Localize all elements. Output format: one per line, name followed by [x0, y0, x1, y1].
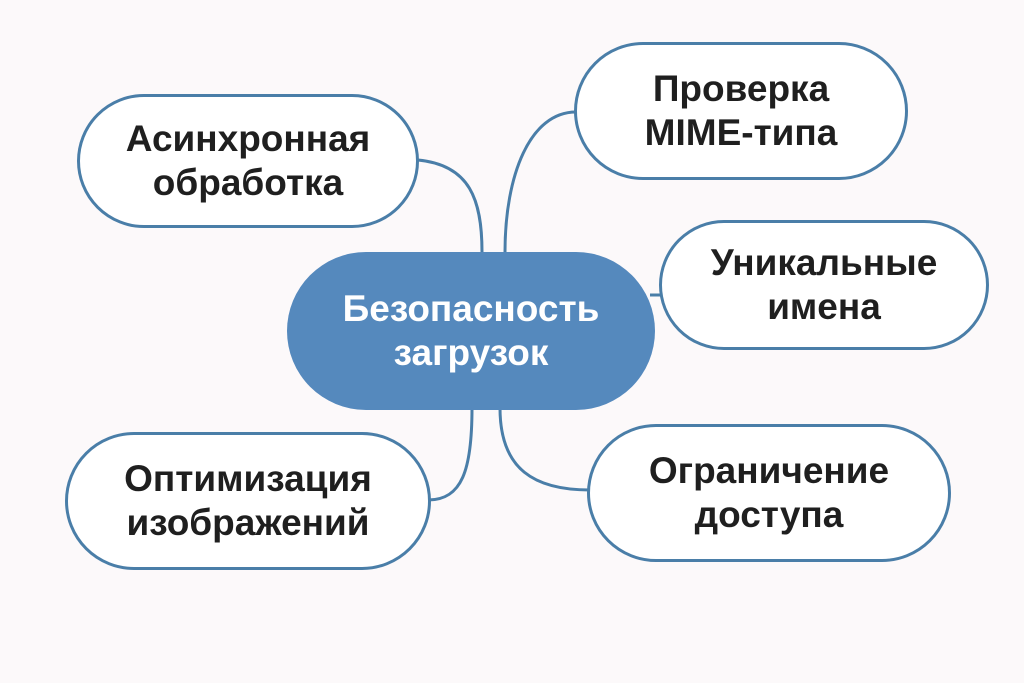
center-node: Безопасность загрузок [287, 252, 655, 410]
node-mime-line1: Проверка [652, 68, 830, 110]
node-async-processing: Асинхронная обработка [77, 94, 419, 228]
node-mime-check: Проверка MIME-типа [574, 42, 908, 180]
node-images-line2: изображений [126, 502, 370, 543]
connector-access [498, 407, 591, 492]
node-async-line1: Асинхронная [125, 118, 371, 160]
node-unique-line2: имена [767, 286, 881, 327]
connector-async [417, 158, 484, 253]
node-images-line1: Оптимизация [124, 458, 372, 500]
node-access-line2: доступа [694, 494, 844, 535]
connector-images [427, 407, 474, 502]
node-access-line1: Ограничение [648, 450, 890, 492]
center-node-line2: загрузок [393, 332, 549, 373]
node-unique-line1: Уникальные [710, 242, 938, 284]
node-async-line2: обработка [152, 162, 344, 203]
node-unique-names: Уникальные имена [659, 220, 989, 350]
center-node-line1: Безопасность [342, 288, 600, 330]
node-access-restriction: Ограничение доступа [587, 424, 951, 562]
connector-mime [503, 110, 577, 253]
node-image-optimization: Оптимизация изображений [65, 432, 431, 570]
node-mime-line2: MIME-типа [644, 112, 838, 153]
